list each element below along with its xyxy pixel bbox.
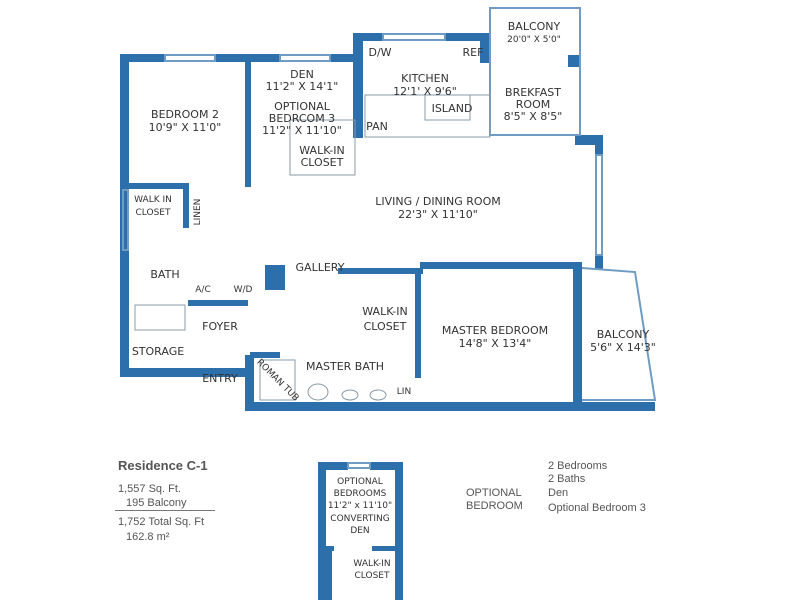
balcony-top-label: BALCONY [508, 20, 561, 33]
master-closet-label-2: CLOSET [364, 320, 407, 333]
bath-label: BATH [150, 268, 179, 281]
inset-closet-1: WALK-IN [353, 559, 390, 569]
balcony-top-size: 20'0" X 5'0" [507, 35, 561, 45]
wd-label: W/D [234, 285, 253, 295]
optional-bedroom3-size: 11'2" X 11'10" [262, 124, 342, 137]
inset-closet-2: CLOSET [355, 571, 390, 581]
living-room-label: LIVING / DINING ROOM [375, 195, 500, 208]
residence-metric: 162.8 m² [126, 531, 170, 543]
residence-title: Residence C-1 [118, 458, 208, 473]
walls [120, 33, 655, 411]
feature-optional-bedroom: Optional Bedroom 3 [548, 502, 646, 514]
breakfast-room-size: 8'5" X 8'5" [504, 110, 563, 123]
optional-bedroom3-label-1: OPTIONAL [274, 100, 331, 113]
fixtures [134, 94, 491, 401]
storage-label: STORAGE [132, 345, 184, 358]
legend-label-2: BEDROOM [466, 500, 523, 512]
residence-balcony: 195 Balcony [126, 497, 187, 509]
foyer-label: FOYER [202, 320, 238, 333]
den-closet-label-2: CLOSET [301, 156, 344, 169]
linen-label: LINEN [193, 199, 203, 226]
inset-size: 11'2" x 11'10" [328, 501, 392, 511]
windows [122, 7, 657, 401]
balcony-right-label: BALCONY [597, 328, 650, 341]
residence-sqft: 1,557 Sq. Ft. [118, 483, 181, 495]
dw-label: D/W [368, 46, 391, 59]
feature-den: Den [548, 487, 568, 499]
master-bedroom-label: MASTER BEDROOM [442, 324, 548, 337]
breakfast-room-label-2: ROOM [516, 98, 550, 111]
legend-label-1: OPTIONAL [466, 487, 522, 499]
entry-label: ENTRY [202, 372, 238, 385]
den-size: 11'2" X 14'1" [266, 80, 339, 93]
den-closet-label-1: WALK-IN [299, 144, 344, 157]
feature-baths: 2 Baths [548, 473, 586, 485]
master-bedroom-size: 14'8" X 13'4" [459, 337, 532, 350]
inset-label-2: BEDROOMS [334, 489, 387, 499]
master-closet-label-1: WALK-IN [362, 305, 407, 318]
optional-bedroom3-label-2: BEDRCOM 3 [269, 112, 335, 125]
island-label: ISLAND [432, 102, 473, 115]
residence-total: 1,752 Total Sq. Ft [118, 516, 204, 528]
living-room-size: 22'3" X 11'10" [398, 208, 478, 221]
inset-label-1: OPTIONAL [337, 477, 383, 487]
bedroom2-closet-label-1: WALK IN [134, 195, 172, 205]
kitchen-size: 12'1' X 9'6" [393, 85, 457, 98]
den-label: DEN [290, 68, 314, 81]
roman-tub-label: ROMAN TUB [254, 358, 300, 404]
bedroom2-size: 10'9" X 11'0" [149, 121, 222, 134]
pantry-label: PAN [366, 120, 388, 133]
bedroom2-closet-label-2: CLOSET [136, 208, 171, 218]
gallery-label: GALLERY [296, 261, 345, 274]
balcony-right-size: 5'6" X 14'3" [590, 341, 656, 354]
ref-label: REF [463, 46, 484, 59]
bedroom2-label: BEDROOM 2 [151, 108, 219, 121]
breakfast-room-label-1: BREKFAST [505, 86, 561, 99]
ac-label: A/C [195, 285, 210, 295]
optional-bedroom-inset: OPTIONAL BEDROOMS 11'2" x 11'10" CONVERT… [318, 462, 403, 600]
master-bath-label: MASTER BATH [306, 360, 384, 373]
feature-bedrooms: 2 Bedrooms [548, 460, 608, 472]
kitchen-label: KITCHEN [401, 72, 449, 85]
inset-label-4: DEN [350, 526, 369, 536]
linen-closet-label: LIN [397, 387, 411, 397]
inset-label-3: CONVERTING [330, 514, 389, 524]
